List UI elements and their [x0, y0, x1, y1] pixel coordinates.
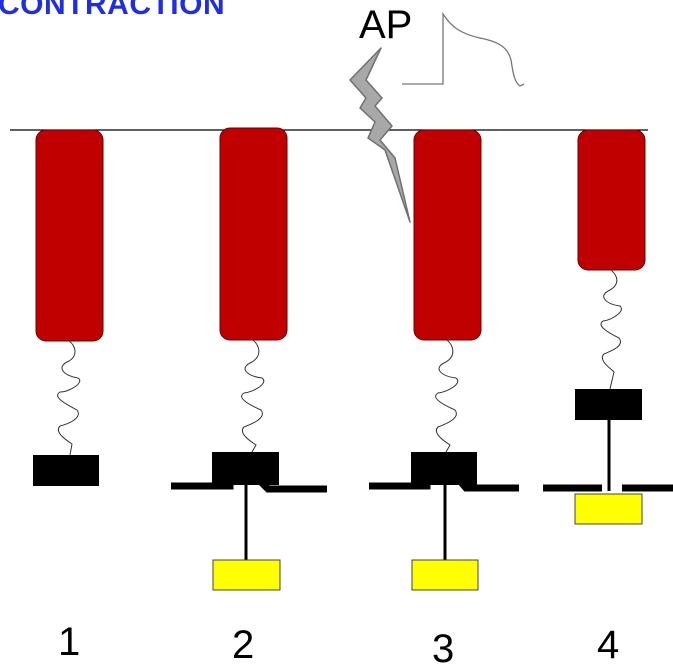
stage-number: 2 [232, 623, 254, 666]
ap-label: AP [359, 3, 412, 47]
yellow-weight [212, 559, 281, 591]
stage-number: 4 [597, 623, 619, 666]
yellow-weight [411, 559, 479, 591]
stage-1: 1 [33, 129, 104, 664]
stage-2: 2 [171, 127, 327, 666]
muscle-fiber [219, 127, 288, 341]
spring [435, 339, 459, 453]
spring [600, 269, 622, 390]
support-shelf [369, 477, 519, 492]
support-shelf [171, 477, 327, 493]
diagram-title: CONTRACTION [0, 0, 226, 21]
muscle-fiber [413, 129, 482, 341]
muscle-fiber [577, 129, 646, 271]
lightning-bolt-icon [349, 47, 411, 223]
stage-number: 3 [432, 627, 454, 666]
stage-number: 1 [58, 620, 80, 664]
muscle-fiber [35, 129, 104, 342]
stage-3: 3 [369, 129, 519, 666]
black-block [33, 455, 99, 486]
black-block [575, 389, 642, 420]
action-potential-trace [402, 11, 525, 87]
yellow-weight [574, 493, 643, 525]
stage-4: 4 [543, 129, 673, 666]
spring [241, 339, 265, 453]
spring [57, 340, 81, 456]
